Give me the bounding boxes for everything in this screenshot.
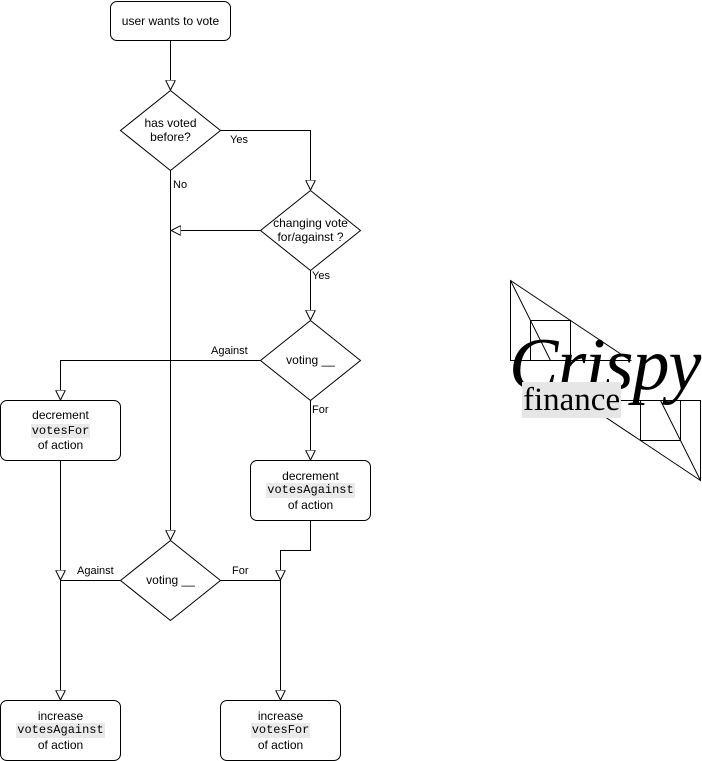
edge-label-voting-bottom-for: For (232, 565, 249, 577)
diamond-changing-vote-label: changing vote for/against ? (262, 210, 359, 250)
logo-word-finance: finance (522, 382, 622, 418)
node-increase-votes-for-post: of action (257, 737, 304, 752)
diamond-voting-top (259, 319, 362, 402)
node-decrement-votes-for-line1: decrement votesFor (1, 408, 120, 438)
edge-label-voting-top-for: For (312, 404, 329, 416)
node-increase-votes-against: increase votesAgainst of action (0, 700, 121, 761)
node-decrement-votes-for-pre: decrement (32, 408, 89, 423)
diamond-voting-top-text: voting __ (286, 353, 335, 367)
diamond-has-voted (119, 89, 222, 172)
node-decrement-votes-for: decrement votesFor of action (0, 400, 121, 461)
edge-label-has-voted-yes: Yes (230, 134, 248, 146)
diamond-voting-top-label: voting __ (270, 350, 351, 370)
node-decrement-votes-for-code: votesFor (30, 423, 91, 438)
edge-voting-bottom-against (61, 580, 120, 700)
diamond-has-voted-label: has voted before? (130, 110, 211, 150)
edge-voting-top-against (61, 360, 260, 400)
node-user-wants-to-vote-label: user wants to vote (121, 13, 220, 28)
node-decrement-votes-against-post: of action (287, 497, 334, 512)
edge-label-has-voted-no: No (173, 179, 188, 191)
node-increase-votes-for: increase votesFor of action (220, 700, 341, 761)
logo-upper-square (530, 320, 571, 361)
node-increase-votes-against-post: of action (37, 737, 84, 752)
edge-has-voted-yes (220, 130, 311, 190)
diamond-has-voted-line2: before? (150, 130, 191, 144)
node-decrement-votes-against-pre: decrement (282, 468, 339, 483)
node-decrement-votes-against: decrement votesAgainst of action (250, 460, 371, 521)
diamond-voting-bottom-text: voting __ (146, 573, 195, 587)
node-decrement-votes-against-code: votesAgainst (266, 483, 355, 498)
diamond-changing-vote-line2: for/against ? (277, 230, 344, 244)
edge-label-changing-yes: Yes (312, 270, 330, 282)
edge-decrement-against-down (281, 520, 311, 580)
node-increase-votes-for-pre: increase (257, 708, 304, 723)
diamond-changing-vote (259, 189, 362, 272)
diamond-voting-bottom (119, 539, 222, 622)
logo-mark (510, 279, 701, 482)
node-decrement-votes-for-post: of action (37, 438, 84, 453)
node-user-wants-to-vote: user wants to vote (110, 1, 231, 41)
diamond-has-voted-line1: has voted (144, 116, 197, 130)
edge-label-voting-top-against: Against (211, 345, 248, 357)
node-increase-votes-against-code: votesAgainst (16, 723, 105, 738)
node-increase-votes-for-code: votesFor (250, 723, 311, 738)
edge-label-voting-bottom-against: Against (77, 565, 114, 577)
logo-lower-square (640, 400, 681, 441)
node-increase-votes-against-pre: increase (37, 708, 84, 723)
diamond-voting-bottom-label: voting __ (130, 570, 211, 590)
diamond-changing-vote-line1: changing vote (273, 216, 348, 230)
edge-voting-bottom-for (220, 580, 281, 700)
